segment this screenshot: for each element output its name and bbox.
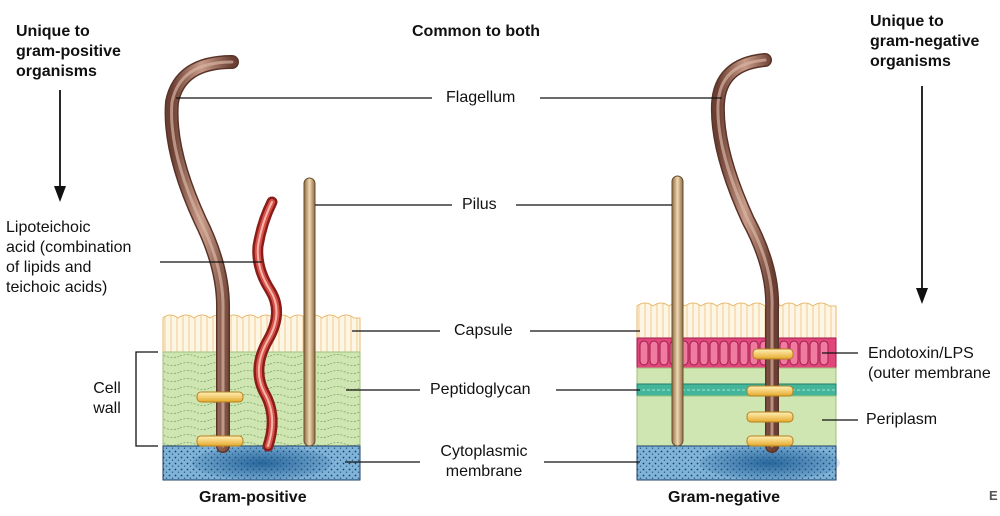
gn-capsule	[636, 302, 837, 339]
label-pilus: Pilus	[462, 196, 497, 213]
label-cytoplasmic-membrane: Cytoplasmic membrane	[440, 443, 528, 480]
header-common-to-both: Common to both	[412, 23, 540, 40]
label-capsule: Capsule	[454, 322, 513, 339]
gn-periplasm-upper	[636, 367, 837, 385]
gram-negative-cell	[636, 53, 840, 481]
header-unique-gram-positive: Unique to gram-positive organisms	[16, 23, 121, 80]
header-unique-gram-negative: Unique to gram-negative organisms	[870, 13, 980, 70]
down-arrow-icon	[54, 90, 66, 202]
gn-basal-ring	[752, 348, 794, 360]
gn-basal-ring	[746, 385, 794, 397]
label-lipoteichoic-acid: Lipoteichoic acid (combination of lipids…	[6, 219, 132, 296]
caption-gram-negative: Gram-negative	[668, 489, 781, 506]
corner-mark: E	[989, 488, 998, 503]
gram-positive-cell	[162, 55, 361, 481]
gp-basal-ring	[196, 435, 244, 447]
label-periplasm: Periplasm	[866, 411, 938, 428]
label-flagellum: Flagellum	[446, 89, 516, 106]
gp-basal-ring	[196, 391, 244, 403]
gn-basal-ring	[746, 435, 794, 447]
down-arrow-icon	[916, 86, 928, 304]
gn-pilus	[671, 175, 684, 447]
gp-pilus	[303, 177, 316, 447]
label-peptidoglycan: Peptidoglycan	[430, 381, 531, 398]
leader-lines	[135, 97, 858, 463]
gn-peptidoglycan	[636, 383, 837, 397]
gn-periplasm	[636, 395, 837, 447]
caption-gram-positive: Gram-positive	[199, 489, 307, 506]
gn-basal-ring	[746, 411, 794, 423]
label-endotoxin-lps: Endotoxin/LPS (outer membrane	[868, 345, 991, 382]
label-cell-wall: Cell wall	[93, 380, 121, 417]
